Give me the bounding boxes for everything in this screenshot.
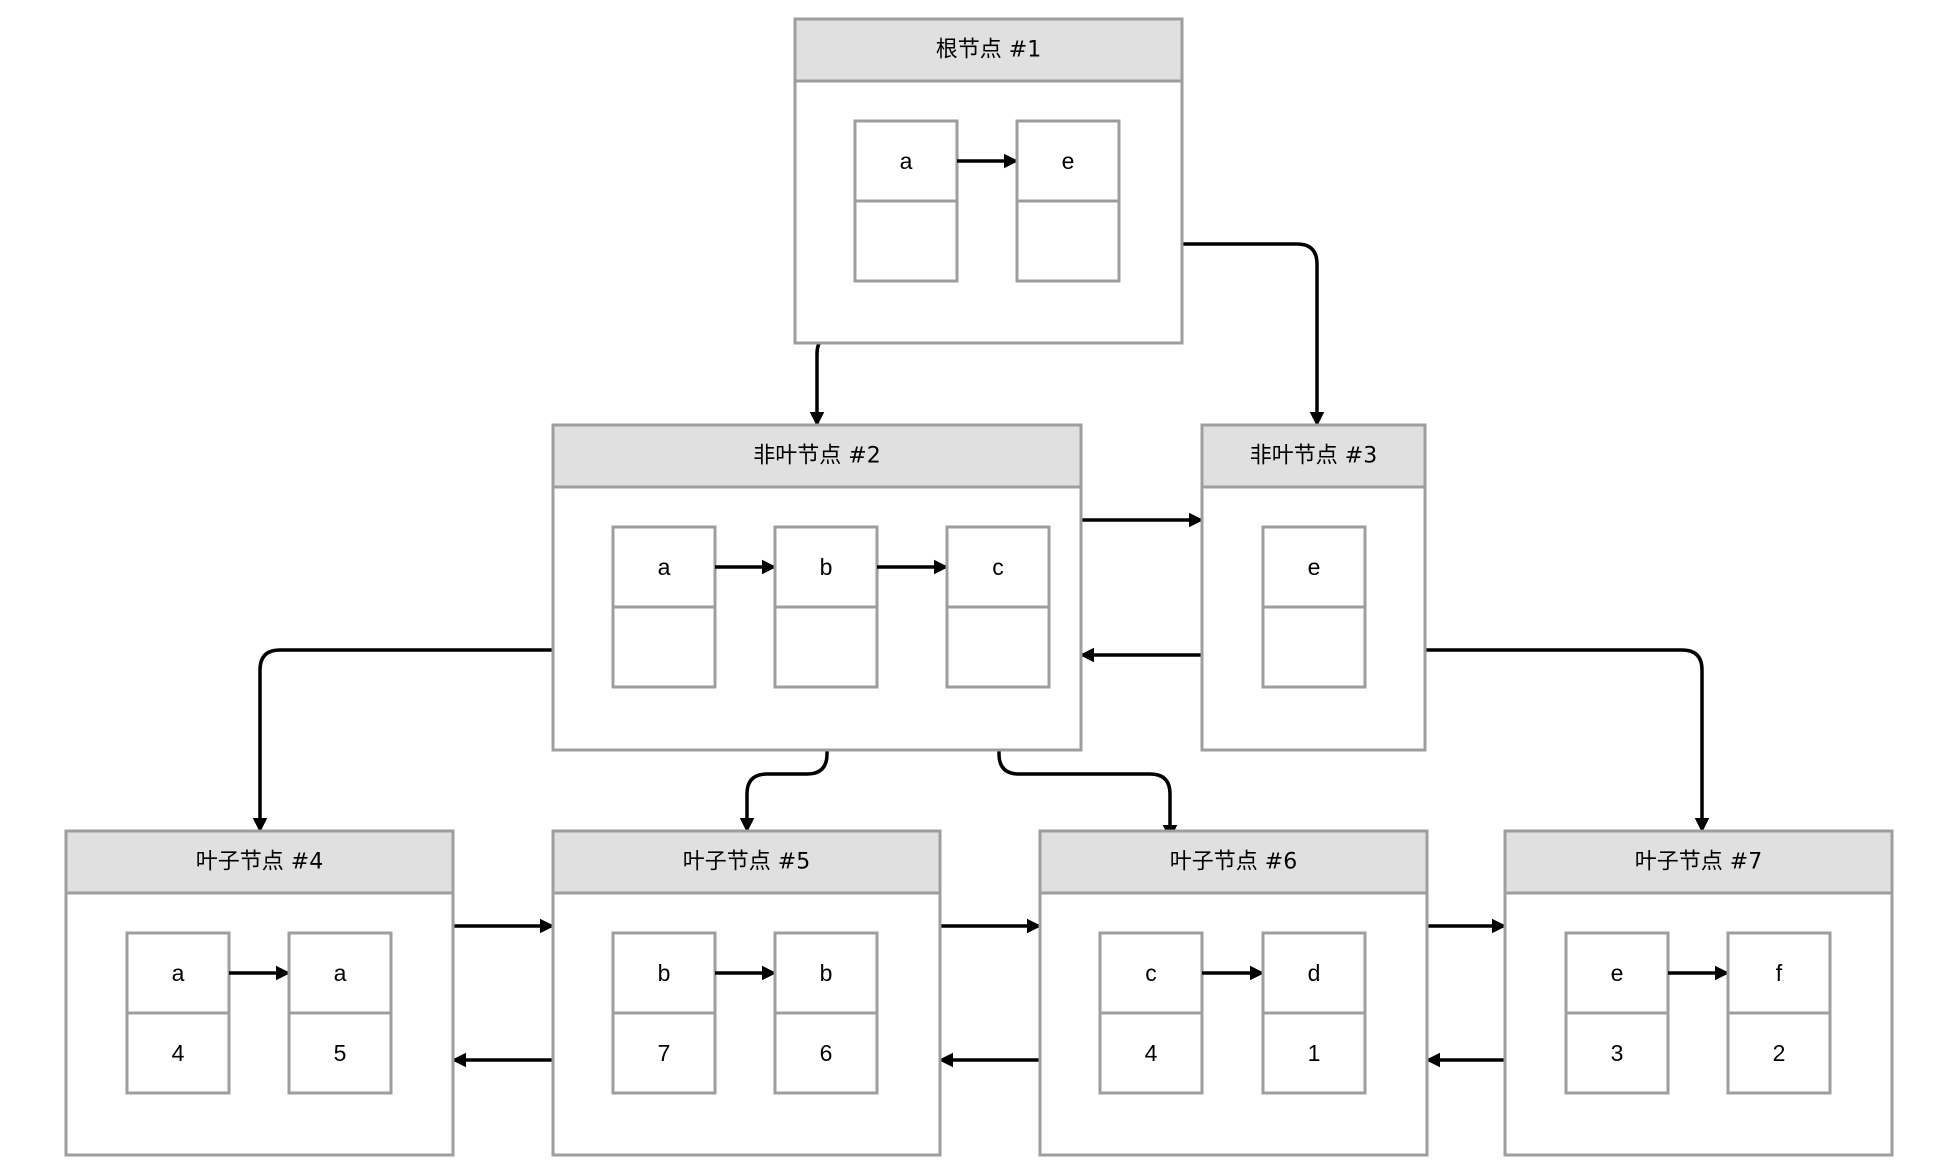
tree-node-n2: 非叶节点 #2 a b c (551, 423, 1083, 752)
node-header (1503, 829, 1894, 895)
node-entry: b (773, 525, 879, 689)
node-header (64, 829, 455, 895)
entry-key-text: e (1308, 554, 1321, 580)
node-header (551, 423, 1083, 489)
entry-key-text: b (820, 960, 833, 986)
entry-value-text: 6 (820, 1040, 833, 1066)
entry-key-cell (287, 931, 393, 1015)
entry-key-cell (125, 931, 231, 1015)
node-entry: e (1015, 119, 1121, 283)
node-title: 叶子节点 #7 (1635, 850, 1762, 875)
entry-key-cell (1726, 931, 1832, 1015)
node-title: 叶子节点 #4 (196, 850, 323, 875)
node-header (1038, 829, 1429, 895)
entry-value-cell (945, 605, 1051, 689)
node-entry: f2 (1726, 931, 1832, 1095)
node-header (551, 829, 942, 895)
entry-value-cell (773, 1011, 879, 1095)
tree-node-n1: 根节点 #1 a e (793, 17, 1184, 345)
entry-value-cell (1261, 1011, 1367, 1095)
node-title: 非叶节点 #2 (753, 444, 880, 469)
child-pointer-arrow-n2-entry2-to-n6 (997, 650, 1178, 840)
entry-key-text: b (820, 554, 833, 580)
entry-key-text: d (1308, 960, 1321, 986)
entry-key-text: b (658, 960, 671, 986)
entry-key-text: c (992, 554, 1004, 580)
entry-key-text: e (1062, 148, 1075, 174)
entry-value-text: 2 (1773, 1040, 1786, 1066)
node-header (793, 17, 1184, 83)
entry-key-text: e (1611, 960, 1624, 986)
node-entry: a (611, 525, 717, 689)
node-entry: c (945, 525, 1051, 689)
entry-key-text: a (900, 148, 913, 174)
tree-node-n3: 非叶节点 #3 e (1200, 423, 1427, 752)
entry-value-cell (1261, 605, 1367, 689)
entry-value-cell (611, 605, 717, 689)
child-pointer-arrow-n1-entry1-to-n3 (1069, 242, 1325, 427)
entry-value-cell (125, 1011, 231, 1095)
entry-key-cell (1261, 931, 1367, 1015)
entry-value-text: 5 (334, 1040, 347, 1066)
entry-value-cell (287, 1011, 393, 1095)
edges-layer (252, 242, 1710, 1068)
entry-key-text: f (1776, 960, 1783, 986)
node-title: 非叶节点 #3 (1250, 444, 1377, 469)
node-entry: e (1261, 525, 1367, 689)
node-entry: b6 (773, 931, 879, 1095)
entry-value-cell (1098, 1011, 1204, 1095)
node-entry: a (853, 119, 959, 283)
node-entry: a4 (125, 931, 231, 1095)
entry-key-cell (1098, 931, 1204, 1015)
entry-value-text: 1 (1308, 1040, 1321, 1066)
child-pointer-arrow-n2-entry0-to-n4 (252, 648, 665, 833)
entry-value-text: 4 (172, 1040, 185, 1066)
entry-key-text: c (1145, 960, 1157, 986)
entry-key-cell (1261, 525, 1367, 609)
entry-value-text: 4 (1145, 1040, 1158, 1066)
entry-value-cell (611, 1011, 717, 1095)
entry-key-text: a (172, 960, 185, 986)
entry-key-text: a (334, 960, 347, 986)
entry-value-cell (1726, 1011, 1832, 1095)
entry-value-cell (853, 199, 959, 283)
entry-value-cell (1015, 199, 1121, 283)
node-entry: a5 (287, 931, 393, 1095)
entry-value-text: 7 (658, 1040, 671, 1066)
node-title: 叶子节点 #5 (683, 850, 810, 875)
entry-value-cell (773, 605, 879, 689)
node-entry: e3 (1564, 931, 1670, 1095)
entry-key-text: a (658, 554, 671, 580)
node-title: 叶子节点 #6 (1170, 850, 1297, 875)
node-entry: b7 (611, 931, 717, 1095)
entry-value-cell (1564, 1011, 1670, 1095)
child-pointer-arrow-n3-entry0-to-n7 (1315, 648, 1710, 833)
entry-key-cell (945, 525, 1051, 609)
node-title: 根节点 #1 (936, 38, 1041, 63)
node-entry: c4 (1098, 931, 1204, 1095)
entry-value-text: 3 (1611, 1040, 1624, 1066)
node-entry: d1 (1261, 931, 1367, 1095)
entry-key-cell (1015, 119, 1121, 203)
node-header (1200, 423, 1427, 489)
child-pointer-arrow-n2-entry1-to-n5 (739, 650, 829, 833)
